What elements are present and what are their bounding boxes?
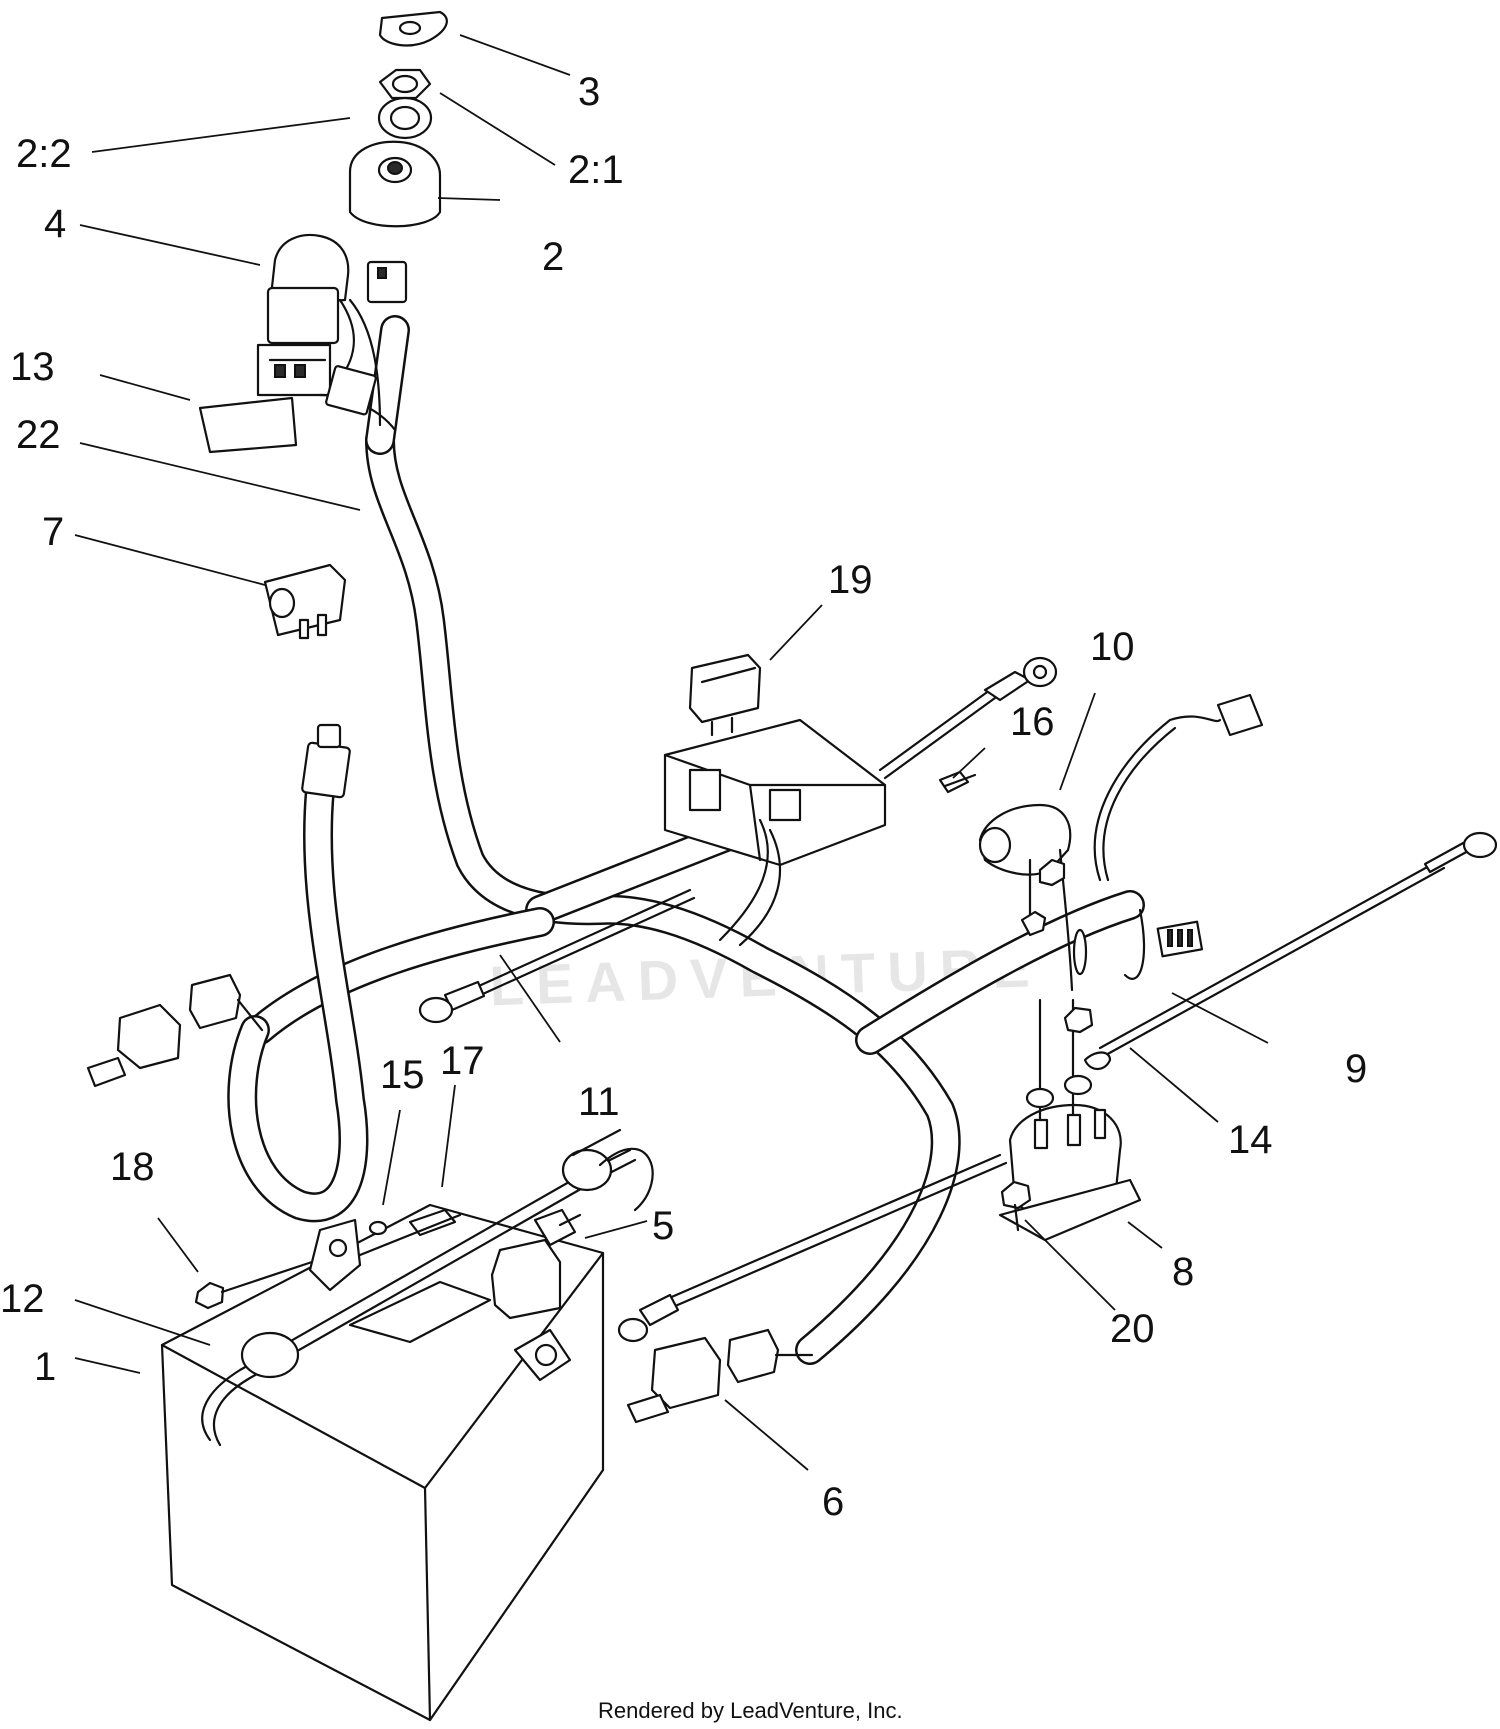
key-switch-assembly: [256, 233, 408, 432]
ignition-washer: [377, 96, 433, 140]
bolt-20: [1000, 1180, 1032, 1232]
callout-2-2: 2:2: [16, 132, 72, 176]
connector-6-lower: [626, 1328, 814, 1424]
ground-cable: [617, 1153, 1008, 1343]
seat-switch-connector: [490, 1208, 582, 1320]
callout-6: 6: [822, 1480, 844, 1524]
callout-14: 14: [1228, 1118, 1273, 1162]
solenoid-boot: [978, 803, 1074, 992]
ignition-nut: [378, 68, 432, 100]
harness-plug-left: [301, 723, 351, 799]
callout-12: 12: [0, 1277, 45, 1321]
callout-16: 16: [1010, 700, 1055, 744]
fuse-label: [198, 396, 298, 454]
main-wire-harness: [227, 315, 1145, 1365]
callout-22: 22: [16, 413, 61, 457]
starter-solenoid: [998, 998, 1142, 1242]
ring-terminal-upper: [878, 656, 1058, 780]
callout-18: 18: [110, 1145, 155, 1189]
callout-17: 17: [440, 1039, 485, 1083]
connector-6-left: [86, 973, 264, 1088]
callout-10: 10: [1090, 625, 1135, 669]
bolt-16: [938, 770, 977, 794]
battery-cable: [418, 888, 696, 1024]
callout-15: 15: [380, 1053, 425, 1097]
battery-cable-clamp: [194, 1208, 462, 1310]
callout-4: 4: [44, 202, 66, 246]
harness-plug-10: [1093, 693, 1264, 980]
render-credit: Rendered by LeadVenture, Inc.: [598, 1698, 903, 1723]
callout-13: 13: [10, 345, 55, 389]
fuse-block: [663, 718, 887, 947]
relay-19: [688, 653, 762, 737]
callout-5: 5: [652, 1204, 674, 1248]
starter-cable: [1083, 831, 1498, 1071]
callout-1: 1: [34, 1345, 56, 1389]
ignition-cap: [378, 10, 448, 47]
callout-7: 7: [42, 510, 64, 554]
callout-9: 9: [1345, 1047, 1367, 1091]
callout-3: 3: [578, 70, 600, 114]
ignition-switch-knob: [348, 140, 442, 228]
solenoid-hardware: [1020, 858, 1094, 1109]
leader-lines: [74, 34, 1269, 1471]
callout-19: 19: [828, 558, 873, 602]
callout-11-upper: 11: [578, 1080, 620, 1124]
callout-8: 8: [1172, 1250, 1194, 1294]
callout-2: 2: [542, 235, 564, 279]
callout-2-1: 2:1: [568, 148, 624, 192]
callout-labels: 1 2 2:1 2:2 3 4 5 6 7 8 9 10 11 12 13 14…: [0, 70, 1367, 1524]
battery-hold-down: [201, 1128, 654, 1447]
switch-relay-7: [263, 563, 347, 640]
callout-20: 20: [1110, 1307, 1155, 1351]
